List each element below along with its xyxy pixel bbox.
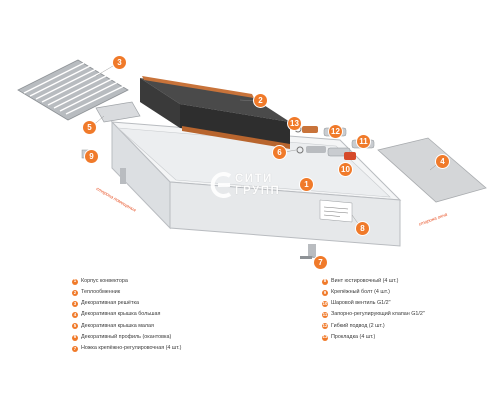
callout-13: 13 — [288, 117, 301, 130]
legend-number: 6 — [72, 334, 78, 341]
callout-5: 5 — [83, 121, 96, 134]
callout-7: 7 — [314, 256, 327, 269]
legend-text: Шаровой вентиль G1/2" — [331, 300, 391, 307]
callout-12: 12 — [329, 125, 342, 138]
legend-text: Запорно-регулирующий клапан G1/2" — [331, 311, 425, 318]
legend-text: Гибкий подвод (2 шт.) — [331, 322, 385, 329]
callout-11: 11 — [357, 135, 370, 148]
legend-item: 2 Теплообменник — [72, 287, 181, 298]
legend-number: 5 — [72, 323, 78, 330]
legend-number: 8 — [322, 278, 328, 285]
legend-text: Декоративная решётка — [81, 300, 139, 307]
legend-number: 4 — [72, 311, 78, 319]
legend-number: 11 — [322, 311, 328, 319]
legend-number: 2 — [72, 289, 78, 296]
legend-text: Крепёжный болт (4 шт.) — [331, 289, 390, 296]
brand-line1: СИТИ — [235, 172, 273, 185]
brand-line2: ГРУПП — [235, 185, 281, 197]
callout-1: 1 — [300, 178, 313, 191]
legend-text: Прокладка (4 шт.) — [331, 333, 376, 340]
callout-8: 8 — [356, 222, 369, 235]
legend-text: Декоративная крышка большая — [81, 311, 161, 318]
callout-3: 3 — [113, 56, 126, 69]
callout-10: 10 — [339, 163, 352, 176]
callout-6: 6 — [273, 146, 286, 159]
legend-text: Винт юстировочный (4 шт.) — [331, 277, 399, 284]
legend-text: Декоративный профиль (окантовка) — [81, 333, 172, 340]
legend-item: 11 Запорно-регулирующий клапан G1/2" — [322, 310, 425, 321]
convector-housing — [110, 120, 402, 247]
legend-number: 10 — [322, 300, 328, 307]
legend-item: 5 Декоративная крышка малая — [72, 321, 181, 332]
legend-text: Ножка крепёжно-регулировочная (4 шт.) — [81, 345, 182, 352]
legend-item: 6 Декоративный профиль (окантовка) — [72, 332, 181, 343]
callout-9: 9 — [85, 150, 98, 163]
brand-watermark: СИТИ ГРУПП — [210, 170, 280, 200]
legend-item: 8 Винт юстировочный (4 шт.) — [322, 276, 425, 287]
convector-exploded-diagram — [17, 59, 487, 262]
decorative-grille — [17, 59, 129, 121]
legend-number: 12 — [322, 323, 328, 330]
legend-text: Корпус конвектора — [81, 277, 128, 284]
legend-item: 3 Декоративная решётка — [72, 298, 181, 309]
small-lid — [95, 101, 141, 123]
legend-item: 12 Гибкий подвод (2 шт.) — [322, 321, 425, 332]
legend-left: 1 Корпус конвектора 2 Теплообменник 3 Де… — [72, 276, 181, 354]
legend-number: 13 — [322, 334, 328, 341]
large-lid — [377, 137, 487, 203]
legend-item: 7 Ножка крепёжно-регулировочная (4 шт.) — [72, 343, 181, 354]
legend-number: 7 — [72, 345, 78, 352]
legend-item: 10 Шаровой вентиль G1/2" — [322, 298, 425, 309]
brand-logo-icon — [210, 170, 232, 200]
callout-2: 2 — [254, 94, 267, 107]
legend-item: 9 Крепёжный болт (4 шт.) — [322, 287, 425, 298]
legend-item: 4 Декоративная крышка большая — [72, 310, 181, 321]
legend-number: 1 — [72, 278, 78, 285]
callout-4: 4 — [436, 155, 449, 168]
legend-text: Теплообменник — [81, 289, 121, 296]
legend-right: 8 Винт юстировочный (4 шт.) 9 Крепёжный … — [322, 276, 425, 343]
legend-text: Декоративная крышка малая — [81, 322, 154, 329]
heat-exchanger — [140, 76, 290, 149]
legend-number: 3 — [72, 300, 78, 307]
legend-item: 1 Корпус конвектора — [72, 276, 181, 287]
legend-number: 9 — [322, 289, 328, 296]
legend-item: 13 Прокладка (4 шт.) — [322, 332, 425, 343]
